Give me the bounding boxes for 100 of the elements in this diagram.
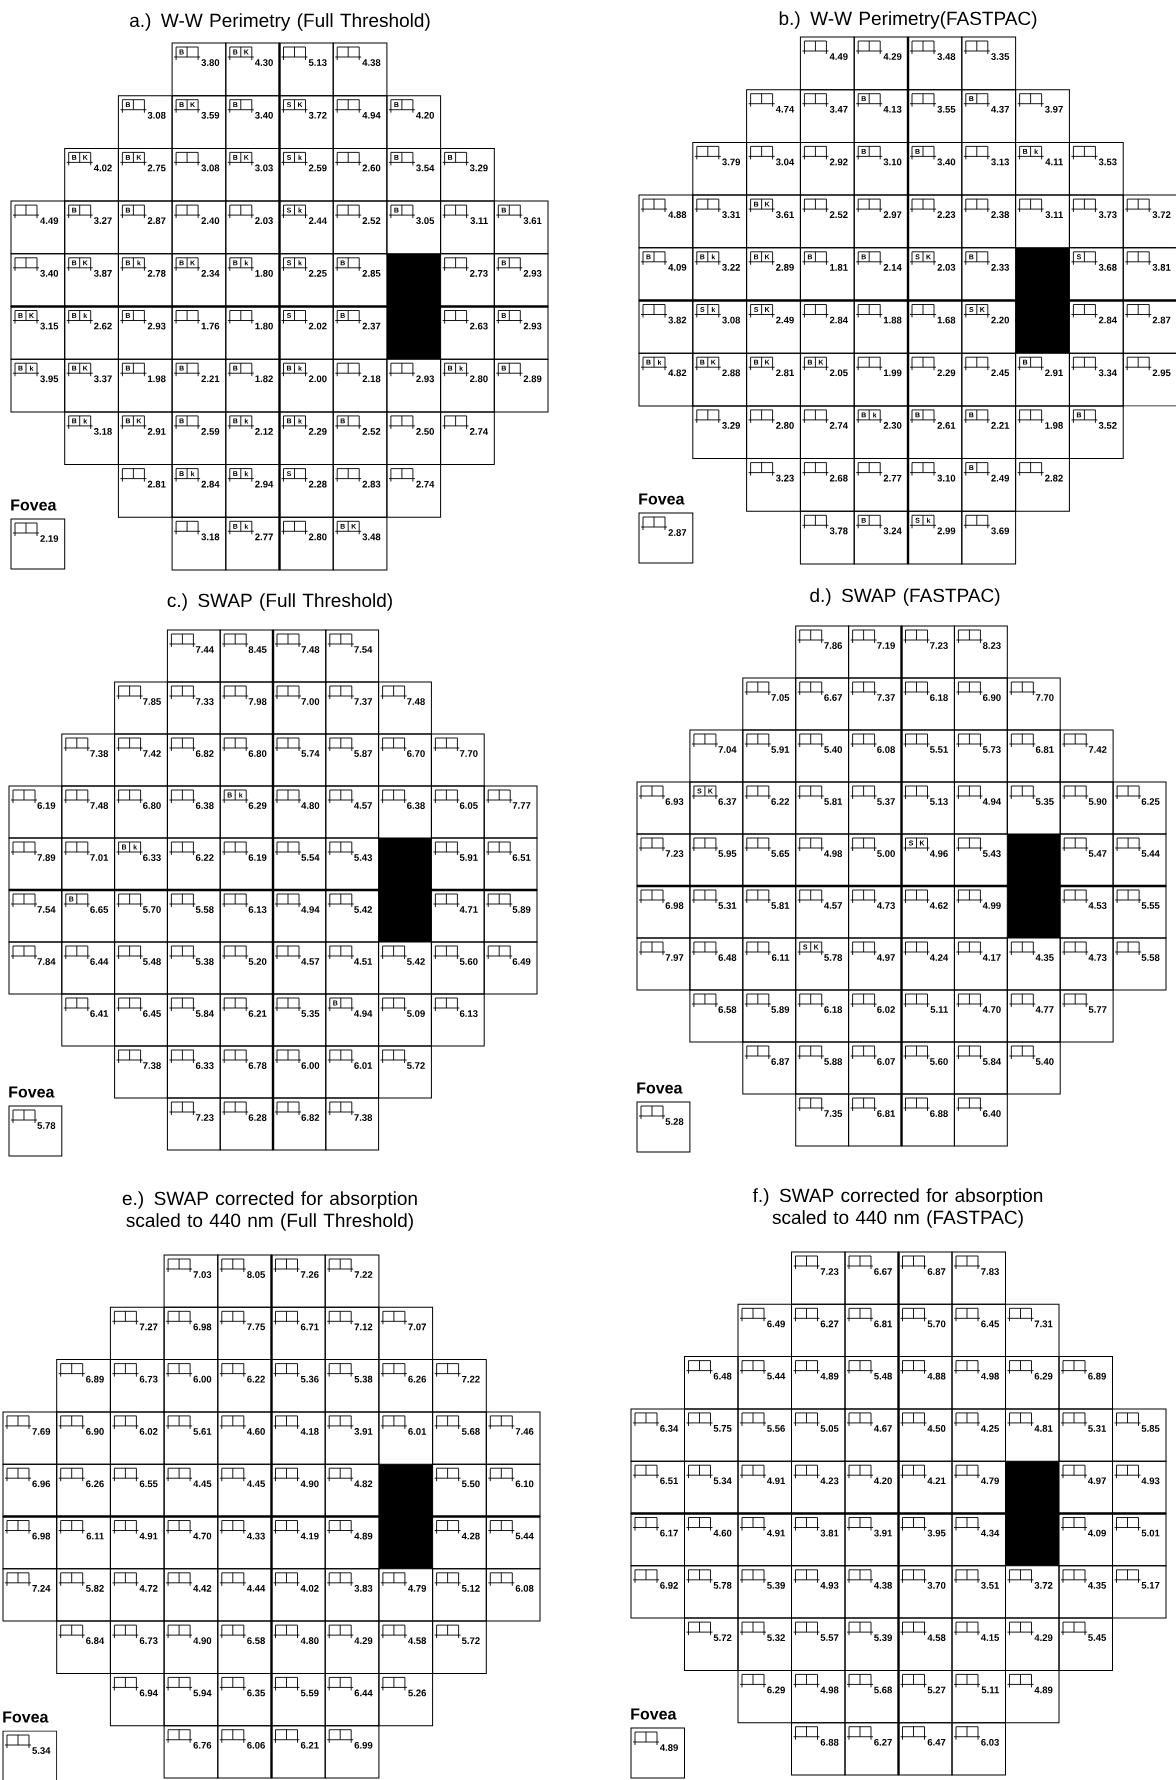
grid-cell: 6.10 — [485, 1463, 541, 1517]
grid-cell: 6.89 — [1058, 1356, 1113, 1410]
grid-cell: 4.89 — [324, 1516, 380, 1570]
panel-title: f.) SWAP corrected for absorption scaled to 440 nm (FASTPAC) — [752, 1188, 1043, 1228]
grid-cell: 2.52 — [799, 194, 855, 249]
grid-cell: 6.88 — [791, 1722, 846, 1776]
grid-cell: 7.84 — [8, 941, 63, 995]
grid-cell: 5.82 — [56, 1568, 111, 1622]
grid-cell: 6.82 — [272, 1097, 327, 1151]
grid-cell: 4.93 — [1112, 1460, 1167, 1514]
grid-cell: 7.31 — [1005, 1303, 1060, 1358]
grid-cell: 5.61 — [163, 1411, 219, 1465]
panel-title: a.) W-W Perimetry (Full Threshold) — [130, 13, 430, 31]
grid-cell: 7.03 — [163, 1254, 219, 1308]
grid-cell: 5.60 — [901, 1041, 955, 1095]
grid-cell: 6.02 — [848, 989, 902, 1043]
grid-cell: 4.02 — [271, 1568, 326, 1622]
grid-cell: 5.38 — [324, 1359, 380, 1413]
grid-cell: 6.73 — [109, 1620, 165, 1674]
grid-cell: 6.22 — [166, 837, 221, 891]
grid-cell: 2.50 — [386, 411, 442, 466]
grid-cell: 6.87 — [742, 1041, 797, 1095]
grid-cell: 3.47 — [799, 89, 855, 143]
grid-cell: 3.83 — [324, 1568, 380, 1622]
grid-cell: 4.93 — [791, 1565, 846, 1619]
grid-cell: 5.11 — [901, 989, 955, 1043]
grid-cell: 5.51 — [901, 729, 955, 783]
grid-cell: 6.11 — [742, 937, 797, 991]
grid-cell: 6.13 — [430, 993, 485, 1047]
grid-cell: 4.74 — [746, 89, 801, 143]
grid-cell: 5.73 — [953, 729, 1008, 783]
grid-cell: 7.70 — [1006, 677, 1061, 731]
grid-cell: 4.38 — [844, 1565, 899, 1619]
grid-cell: 3.35 — [961, 36, 1017, 91]
grid-cell: 3.91 — [324, 1411, 380, 1465]
grid-cell: 5.74 — [272, 733, 327, 787]
grid-cell: 6.81 — [848, 1093, 902, 1147]
grid-cell: 5.55 — [1112, 885, 1167, 939]
grid-cell: 4.29 — [324, 1620, 380, 1674]
grid-cell: 3.34 — [1068, 352, 1124, 407]
grid-cell: 2.84 — [799, 300, 855, 354]
grid-cell: 6.47 — [898, 1722, 953, 1776]
grid-cell: 4.70 — [163, 1516, 219, 1570]
grid-cell: 5.91 — [742, 729, 797, 783]
grid-cell: 4.33 — [217, 1516, 272, 1570]
grid-cell: 4.94 — [272, 889, 327, 943]
fovea-label: Fovea — [639, 493, 685, 505]
grid-cell: 2.93 — [386, 358, 442, 413]
grid-cell: 6.27 — [844, 1722, 899, 1776]
grid-cell: 8.05 — [217, 1254, 272, 1308]
grid-cell: 4.51 — [325, 941, 380, 995]
grid-cell: 6.22 — [742, 781, 797, 835]
grid-cell: 4.35 — [1006, 937, 1061, 991]
grid-cell: 1.88 — [853, 300, 909, 354]
grid-cell: 6.08 — [848, 729, 902, 783]
grid-cell: 6.99 — [324, 1725, 380, 1779]
grid-cell: 5.28 — [636, 1101, 691, 1153]
grid-cell: 5.05 — [791, 1408, 846, 1462]
grid-cell: 4.57 — [272, 941, 327, 995]
grid-cell: 7.83 — [951, 1251, 1006, 1305]
grid-cell: 4.21 — [898, 1460, 953, 1514]
grid-cell: 5.43 — [325, 837, 380, 891]
grid-cell: 3.73 — [1068, 194, 1124, 249]
grid-cell: 6.58 — [217, 1620, 272, 1674]
grid-cell: 4.29 — [1005, 1617, 1060, 1671]
grid-cell: 5.26 — [378, 1672, 434, 1727]
grid-cell: 5.37 — [848, 781, 902, 835]
grid-cell: 4.58 — [378, 1620, 434, 1674]
grid-cell: 7.75 — [217, 1306, 272, 1361]
grid-cell: 6.81 — [1006, 729, 1061, 783]
grid-cell: 7.42 — [1059, 729, 1114, 783]
grid-cell: 5.58 — [166, 889, 221, 943]
grid-cell: 5.78 — [8, 1105, 63, 1157]
grid-cell: 5.56 — [737, 1408, 792, 1462]
grid-cell: 4.94 — [332, 95, 388, 149]
grid-cell: 5.87 — [325, 733, 380, 787]
grid-cell: 7.48 — [61, 785, 116, 839]
grid-cell: 6.21 — [219, 993, 274, 1047]
grid-cell: 7.01 — [61, 837, 116, 891]
grid-cell: 6.02 — [109, 1411, 165, 1465]
grid-cell: 6.71 — [271, 1306, 326, 1361]
grid-cell: 5.32 — [737, 1617, 792, 1671]
grid-cell: 7.48 — [272, 629, 327, 683]
grid-cell: 5.42 — [325, 889, 380, 943]
grid-cell: 3.53 — [1068, 141, 1124, 196]
grid-cell: 6.93 — [636, 781, 691, 835]
grid-cell: 7.00 — [272, 681, 327, 735]
grid-cell: 6.76 — [163, 1725, 219, 1779]
grid-cell: 4.58 — [898, 1617, 953, 1671]
grid-cell: 4.53 — [1059, 885, 1114, 939]
grid-cell: 6.84 — [56, 1620, 111, 1674]
grid-cell: 7.86 — [795, 625, 850, 679]
grid-cell: 4.49 — [799, 36, 855, 91]
grid-cell: 2.74 — [386, 464, 442, 518]
grid-cell: 5.89 — [742, 989, 797, 1043]
grid-cell: 6.45 — [951, 1303, 1006, 1358]
grid-cell: 5.84 — [953, 1041, 1008, 1095]
grid-cell: 5.44 — [485, 1516, 541, 1570]
grid-cell: 4.50 — [898, 1408, 953, 1462]
grid-cell: 3.72 — [1005, 1565, 1060, 1619]
